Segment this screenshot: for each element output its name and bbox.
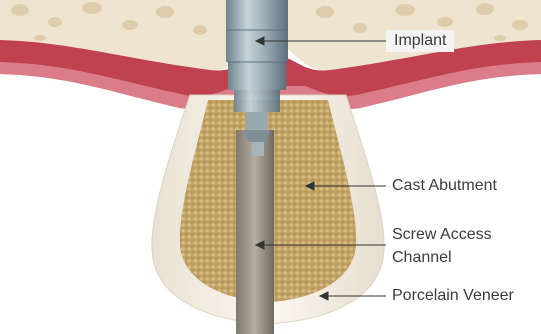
screw-access-channel-shape (236, 130, 274, 334)
label-screw-access-line1: Screw Access (392, 224, 492, 246)
label-cast-abutment: Cast Abutment (392, 175, 497, 197)
label-porcelain-veneer: Porcelain Veneer (392, 285, 514, 307)
label-implant: Implant (386, 30, 454, 52)
label-screw-access-line2: Channel (392, 247, 452, 269)
